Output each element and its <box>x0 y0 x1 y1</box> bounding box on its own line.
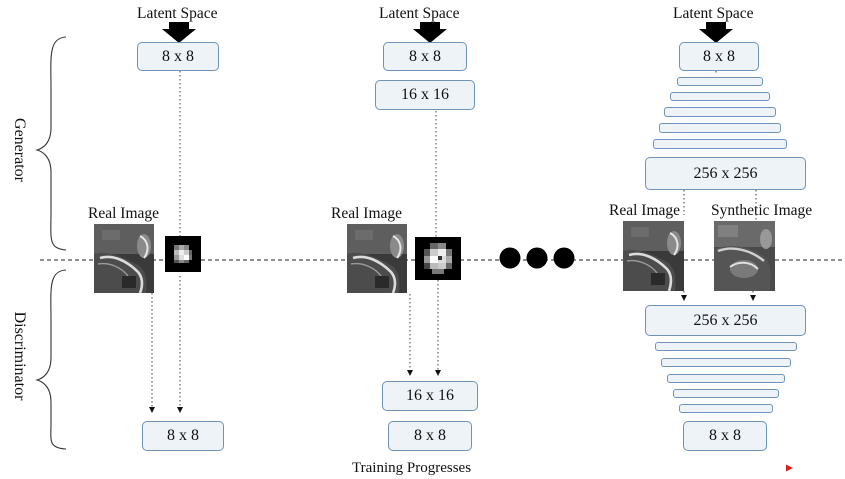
stage2-synthetic-16x16-image <box>415 237 461 280</box>
stage2-discriminator-block-8: 8 x 8 <box>388 421 472 451</box>
latent-space-label: Latent Space <box>379 5 460 22</box>
stage3-real-mri-image <box>623 221 684 291</box>
training-progresses-label: Training Progresses <box>352 460 472 476</box>
stage2-generator-block-8: 8 x 8 <box>383 42 467 71</box>
latent-arrow-icon <box>162 22 733 43</box>
stage1-synthetic-8x8-image <box>165 236 201 272</box>
latent-space-label: Latent Space <box>137 5 218 22</box>
generator-brace-icon <box>35 36 67 251</box>
stage3-discriminator-layer <box>667 374 785 383</box>
stage3-generator-layer <box>653 139 787 149</box>
stage3-generator-layer <box>659 123 781 133</box>
discriminator-brace-icon <box>35 269 67 450</box>
stage3-discriminator-layer <box>661 358 791 367</box>
stage3-discriminator-layer <box>679 404 773 413</box>
stage3-discriminator-block-256: 256 x 256 <box>645 305 806 336</box>
stage3-generator-layer <box>664 107 776 117</box>
stage2-real-mri-image <box>347 224 407 293</box>
latent-space-label: Latent Space <box>673 5 754 22</box>
stage1-generator-block: 8 x 8 <box>137 42 219 71</box>
stage2-generator-block-16: 16 x 16 <box>375 80 475 110</box>
stage3-synthetic-image-label: Synthetic Image <box>711 202 813 219</box>
discriminator-label: Discriminator <box>11 311 28 401</box>
stage3-real-image-label: Real Image <box>609 202 681 219</box>
stage2-real-image-label: Real Image <box>331 205 403 222</box>
stage3-discriminator-block-8: 8 x 8 <box>683 421 767 451</box>
stage3-generator-block-256: 256 x 256 <box>645 157 806 190</box>
stage1-real-mri-image <box>94 224 154 293</box>
stage2-discriminator-block-16: 16 x 16 <box>382 381 478 411</box>
ellipsis-dots-icon <box>499 247 575 269</box>
stage3-generator-block-8: 8 x 8 <box>679 42 759 71</box>
stage3-discriminator-layer <box>673 389 779 398</box>
stage1-real-image-label: Real Image <box>88 205 160 222</box>
stage3-discriminator-layer <box>655 342 797 351</box>
stage1-discriminator-block: 8 x 8 <box>142 421 224 451</box>
generator-label: Generator <box>11 118 28 182</box>
stage3-generator-layer <box>670 92 770 101</box>
stage3-synthetic-mri-image <box>714 221 775 291</box>
stage3-generator-layer <box>677 77 763 86</box>
